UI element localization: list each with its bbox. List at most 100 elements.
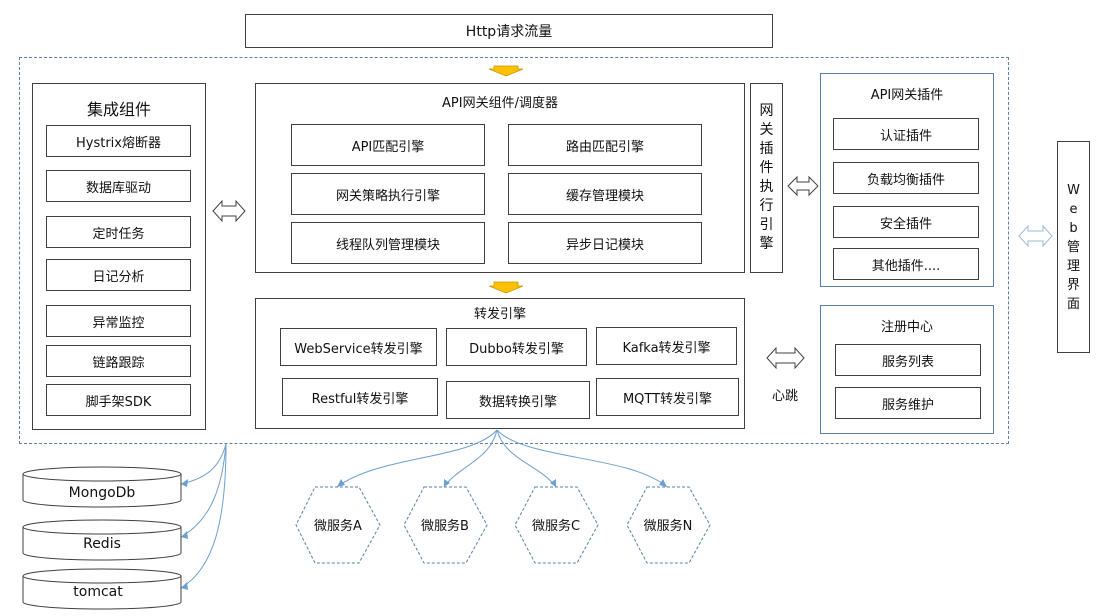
microservice-hexagon bbox=[514, 486, 599, 564]
plugin-item: 负载均衡插件 bbox=[833, 162, 979, 194]
connector-arrowhead-icon bbox=[659, 479, 667, 487]
gateway-module: 异步日记模块 bbox=[508, 222, 702, 264]
integration-item-label: 脚手架SDK bbox=[85, 394, 152, 410]
http-traffic-bar: Http请求流量 bbox=[245, 14, 773, 48]
web-ui-char: 面 bbox=[1066, 296, 1080, 312]
connector-arrowhead-icon bbox=[181, 479, 188, 487]
gateway-module-label: 缓存管理模块 bbox=[565, 188, 644, 204]
integration-item: 数据库驱动 bbox=[46, 170, 191, 202]
plugin-item-label: 其他插件.... bbox=[871, 258, 941, 274]
web-ui-char: 界 bbox=[1066, 277, 1080, 293]
web-ui-char: b bbox=[1069, 220, 1078, 236]
gateway-title: API网关组件/调度器 bbox=[442, 96, 558, 111]
plugin-execution-engine: 网 关 插 件 执 行 引 擎 bbox=[750, 83, 783, 273]
double-arrow-icon bbox=[766, 346, 805, 370]
plugin-engine-char: 引 bbox=[759, 217, 774, 233]
plugin-engine-char: 插 bbox=[759, 141, 774, 157]
microservice-label: 微服务A bbox=[314, 518, 362, 534]
double-arrow-icon bbox=[1018, 224, 1053, 248]
web-ui-char: 理 bbox=[1066, 258, 1080, 274]
connector-line bbox=[180, 443, 227, 589]
database-label: Redis bbox=[83, 536, 121, 552]
microservice-hexagon bbox=[626, 486, 711, 564]
integration-title: 集成组件 bbox=[86, 100, 151, 119]
forwarding-title: 转发引擎 bbox=[473, 307, 526, 322]
plugin-item-label: 安全插件 bbox=[879, 216, 932, 232]
gateway-module-label: 异步日记模块 bbox=[565, 237, 644, 253]
connector-arrowhead-icon bbox=[550, 479, 556, 487]
web-management-ui: W e b 管 理 界 面 bbox=[1057, 141, 1090, 353]
connector-arrowhead-icon bbox=[444, 479, 450, 487]
database-label: MongoDb bbox=[69, 485, 136, 501]
web-ui-char: e bbox=[1069, 201, 1078, 217]
forwarding-module: Restful转发引擎 bbox=[282, 378, 438, 416]
connector-line bbox=[443, 429, 498, 488]
registry-title: 注册中心 bbox=[880, 320, 933, 335]
forwarding-module: 数据转换引擎 bbox=[446, 381, 590, 419]
system-boundary bbox=[19, 57, 1009, 444]
registry-item: 服务维护 bbox=[835, 387, 981, 419]
double-arrow-icon bbox=[212, 199, 246, 223]
integration-item-label: 异常监控 bbox=[92, 315, 145, 331]
database-cylinder bbox=[22, 568, 182, 610]
integration-item: 日记分析 bbox=[46, 259, 191, 291]
plugin-engine-char: 行 bbox=[759, 198, 774, 214]
gateway-module: API匹配引擎 bbox=[291, 124, 485, 166]
microservice-label: 微服务C bbox=[532, 518, 580, 534]
plugin-engine-char: 关 bbox=[759, 122, 774, 138]
connector-line bbox=[336, 429, 498, 488]
microservice-label: 微服务B bbox=[421, 518, 469, 534]
connector-arrowhead-icon bbox=[337, 479, 345, 487]
down-arrow-icon bbox=[488, 281, 524, 294]
integration-item: 链路跟踪 bbox=[46, 345, 191, 377]
integration-item-label: Hystrix熔断器 bbox=[76, 135, 161, 151]
integration-item: 异常监控 bbox=[46, 305, 191, 337]
forwarding-module-label: Kafka转发引擎 bbox=[622, 340, 711, 356]
forwarding-module: Kafka转发引擎 bbox=[596, 327, 737, 365]
plugin-item-label: 认证插件 bbox=[879, 128, 932, 144]
forwarding-module-label: Restful转发引擎 bbox=[311, 391, 409, 407]
connector-arrowhead-icon bbox=[181, 582, 188, 590]
microservice-label: 微服务N bbox=[644, 518, 693, 534]
connector-arrowhead-icon bbox=[181, 531, 188, 539]
forwarding-module: Dubbo转发引擎 bbox=[446, 328, 587, 366]
plugin-item: 安全插件 bbox=[833, 206, 979, 238]
integration-item-label: 链路跟踪 bbox=[92, 355, 145, 371]
forwarding-module: WebService转发引擎 bbox=[280, 328, 437, 366]
database-label: tomcat bbox=[73, 584, 123, 600]
down-arrow-icon bbox=[488, 65, 524, 77]
database-cylinder bbox=[22, 519, 182, 561]
gateway-module-label: 网关策略执行引擎 bbox=[335, 188, 440, 204]
gateway-module: 网关策略执行引擎 bbox=[291, 173, 485, 215]
integration-item-label: 定时任务 bbox=[92, 226, 145, 242]
forwarding-module-label: 数据转换引擎 bbox=[478, 394, 557, 410]
http-traffic-label: Http请求流量 bbox=[465, 24, 553, 40]
registry-item-label: 服务列表 bbox=[881, 354, 934, 370]
plugin-item: 认证插件 bbox=[833, 118, 979, 150]
registry-item: 服务列表 bbox=[835, 344, 981, 376]
gateway-module-label: API匹配引擎 bbox=[351, 139, 425, 155]
double-arrow-icon bbox=[787, 175, 819, 197]
gateway-module: 路由匹配引擎 bbox=[508, 124, 702, 166]
gateway-module-label: 路由匹配引擎 bbox=[565, 139, 644, 155]
connector-line bbox=[496, 429, 668, 488]
forwarding-module: MQTT转发引擎 bbox=[596, 378, 739, 416]
forwarding-module-label: Dubbo转发引擎 bbox=[469, 341, 564, 357]
plugin-engine-char: 执 bbox=[759, 179, 774, 195]
forwarding-module-label: WebService转发引擎 bbox=[294, 341, 423, 357]
plugin-engine-char: 件 bbox=[759, 160, 774, 176]
registry-item-label: 服务维护 bbox=[881, 397, 934, 413]
integration-item: Hystrix熔断器 bbox=[46, 125, 191, 157]
microservice-hexagon bbox=[295, 486, 381, 564]
web-ui-char: 管 bbox=[1066, 239, 1080, 255]
connector-line bbox=[180, 443, 227, 485]
integration-item-label: 数据库驱动 bbox=[85, 180, 151, 196]
web-ui-char: W bbox=[1067, 182, 1080, 198]
plugins-title: API网关插件 bbox=[870, 88, 944, 103]
database-cylinder bbox=[22, 466, 182, 508]
integration-item: 定时任务 bbox=[46, 216, 191, 248]
heartbeat-label: 心跳 bbox=[771, 389, 798, 404]
gateway-module-label: 线程队列管理模块 bbox=[335, 237, 440, 253]
connector-line bbox=[180, 443, 227, 538]
